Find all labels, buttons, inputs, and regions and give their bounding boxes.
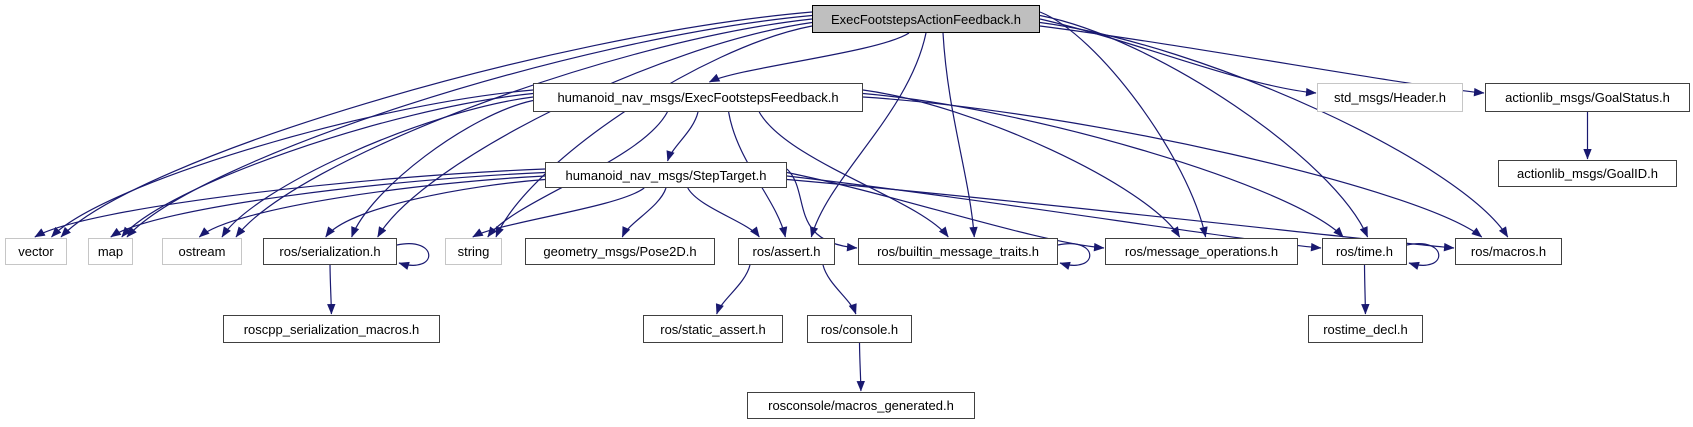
edge-assert-console [822,264,857,315]
edge-st-serialization [325,178,546,238]
edge-console-rosconsole [856,342,865,392]
graph-node-ostream[interactable]: ostream [162,238,242,265]
edge-time-rostimedecl [1361,264,1370,315]
edge-st-ostream [198,175,546,238]
graph-node-goalstatus[interactable]: actionlib_msgs/GoalStatus.h [1485,83,1690,112]
edge-st-map [110,171,546,238]
edge-st-pose2d [621,187,667,238]
edge-af-builtin [942,32,978,238]
graph-node-builtin[interactable]: ros/builtin_message_traits.h [858,238,1058,265]
graph-node-st[interactable]: humanoid_nav_msgs/StepTarget.h [545,162,787,188]
graph-node-serialization[interactable]: ros/serialization.h [263,238,397,265]
graph-node-string[interactable]: string [445,238,502,265]
graph-node-goalid[interactable]: actionlib_msgs/GoalID.h [1498,160,1677,187]
edge-af-serialization [377,21,813,238]
edge-af-ostream [235,18,813,238]
edge-ef-time [862,92,1344,238]
edge-af-ef [708,32,910,83]
graph-node-macros[interactable]: ros/macros.h [1455,238,1562,265]
edge-ef-ostream [221,96,534,238]
edge-ef-st [666,111,699,162]
edge-ef-map [121,92,534,238]
graph-node-assert[interactable]: ros/assert.h [738,238,835,265]
edge-assert-staticassert [715,264,751,315]
edge-ef-builtin [758,111,949,238]
graph-node-vector[interactable]: vector [5,238,67,265]
edge-af-vector [60,11,813,238]
graph-node-rosconsole[interactable]: rosconsole/macros_generated.h [747,392,975,419]
edge-af-msgops [1039,11,1208,238]
edge-ef-msgops [862,89,1181,238]
graph-node-roscpp[interactable]: roscpp_serialization_macros.h [223,315,440,343]
graph-node-staticassert[interactable]: ros/static_assert.h [643,315,783,343]
graph-node-map[interactable]: map [88,238,133,265]
edge-st-macros [786,178,1455,252]
edge-ef-serialization [351,99,534,238]
graph-node-header[interactable]: std_msgs/Header.h [1317,83,1463,112]
edge-st-assert [687,187,760,238]
edge-af-time [1039,14,1369,238]
graph-node-ef[interactable]: humanoid_nav_msgs/ExecFootstepsFeedback.… [533,83,863,112]
graph-node-time[interactable]: ros/time.h [1322,238,1407,265]
edge-st-builtin [786,168,858,252]
graph-node-rostimedecl[interactable]: rostime_decl.h [1308,315,1423,343]
edge-st-vector [34,168,546,238]
self-loop-time [1406,243,1440,270]
edge-serialization-roscpp [327,264,336,315]
self-loop-builtin [1057,243,1091,270]
graph-node-console[interactable]: ros/console.h [807,315,912,343]
graph-node-af[interactable]: ExecFootstepsActionFeedback.h [812,5,1040,33]
edge-ef-macros [862,96,1483,238]
edge-af-map [126,14,813,238]
self-loop-serialization [396,243,430,270]
edge-ef-vector [51,89,534,238]
graph-node-msgops[interactable]: ros/message_operations.h [1105,238,1298,265]
edge-af-assert [810,32,927,238]
graph-node-pose2d[interactable]: geometry_msgs/Pose2D.h [525,238,715,265]
edge-st-string [472,187,645,238]
